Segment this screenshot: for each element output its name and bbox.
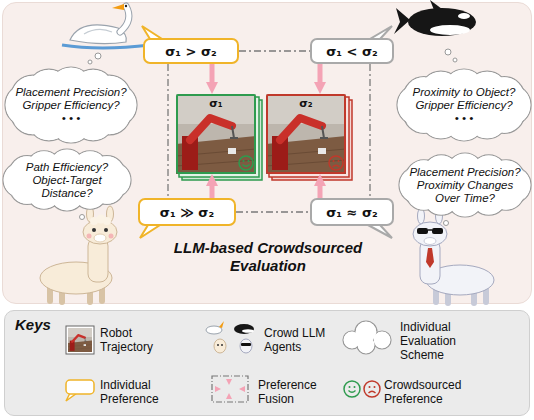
fusion-dashed-line <box>239 50 310 51</box>
preference-arrow <box>210 184 215 198</box>
trajectory-frame: σ₂ <box>266 94 346 174</box>
smiley-bad <box>329 156 343 170</box>
fusion-dashed-line <box>167 64 168 198</box>
preference-text: σ₁ < σ₂ <box>326 44 378 59</box>
keys-heading: Keys <box>15 316 85 333</box>
preference-bubble: σ₁ < σ₂ <box>310 38 394 64</box>
key-label: Individual Evaluation Scheme <box>400 320 480 362</box>
criterion-text: Object-Target Distance? <box>9 174 125 200</box>
trajectory-name: σ₁ <box>209 97 222 110</box>
evaluation-cloud: Placement Precision?Gripper Efficiency?•… <box>4 66 138 144</box>
preference-arrow <box>210 64 215 84</box>
preference-bubble: σ₁ > σ₂ <box>143 38 239 64</box>
preference-text: σ₁ ≫ σ₂ <box>160 205 214 220</box>
criterion-text: • • • <box>455 112 473 125</box>
evaluation-cloud: Path Efficiency?Object-Target Distance? <box>2 148 132 212</box>
fusion-dashed-line <box>369 64 370 198</box>
smiley-good <box>239 156 253 170</box>
preference-bubble: σ₁ ≫ σ₂ <box>138 198 236 226</box>
criterion-text: Proximity Changes Over Time? <box>405 179 525 205</box>
fusion-dashed-line <box>236 211 310 212</box>
key-label: Crowdsourced Preference <box>384 378 476 406</box>
key-trajectory-icon <box>66 326 94 354</box>
criterion-text: Gripper Efficiency? <box>415 99 512 112</box>
evaluation-cloud: Placement Precision?Proximity Changes Ov… <box>398 152 532 218</box>
key-label: Preference Fusion <box>258 378 328 406</box>
trajectory-frame: σ₁ <box>176 94 256 174</box>
criterion-text: Placement Precision? <box>15 86 126 99</box>
keys-panel: KeysRobot TrajectoryCrowd LLM AgentsIndi… <box>4 310 530 416</box>
criterion-text: Path Efficiency? <box>26 161 108 174</box>
preference-text: σ₁ ≈ σ₂ <box>326 205 378 220</box>
criterion-text: Placement Precision? <box>409 166 520 179</box>
preference-bubble: σ₁ ≈ σ₂ <box>310 198 394 226</box>
trajectory-name: σ₂ <box>299 97 312 110</box>
key-label: Robot Trajectory <box>100 326 172 354</box>
key-label: Crowd LLM Agents <box>264 326 330 354</box>
preference-text: σ₁ > σ₂ <box>165 44 217 59</box>
criterion-text: • • • <box>62 112 80 125</box>
preference-arrow <box>318 184 323 198</box>
key-label: Individual Preference <box>100 378 172 406</box>
panel-title: LLM-based Crowdsourced Evaluation <box>171 239 365 275</box>
evaluation-cloud: Proximity to Object?Gripper Efficiency?•… <box>396 68 532 142</box>
preference-arrow <box>318 64 323 84</box>
criterion-text: Gripper Efficiency? <box>22 99 119 112</box>
criterion-text: Proximity to Object? <box>413 86 516 99</box>
